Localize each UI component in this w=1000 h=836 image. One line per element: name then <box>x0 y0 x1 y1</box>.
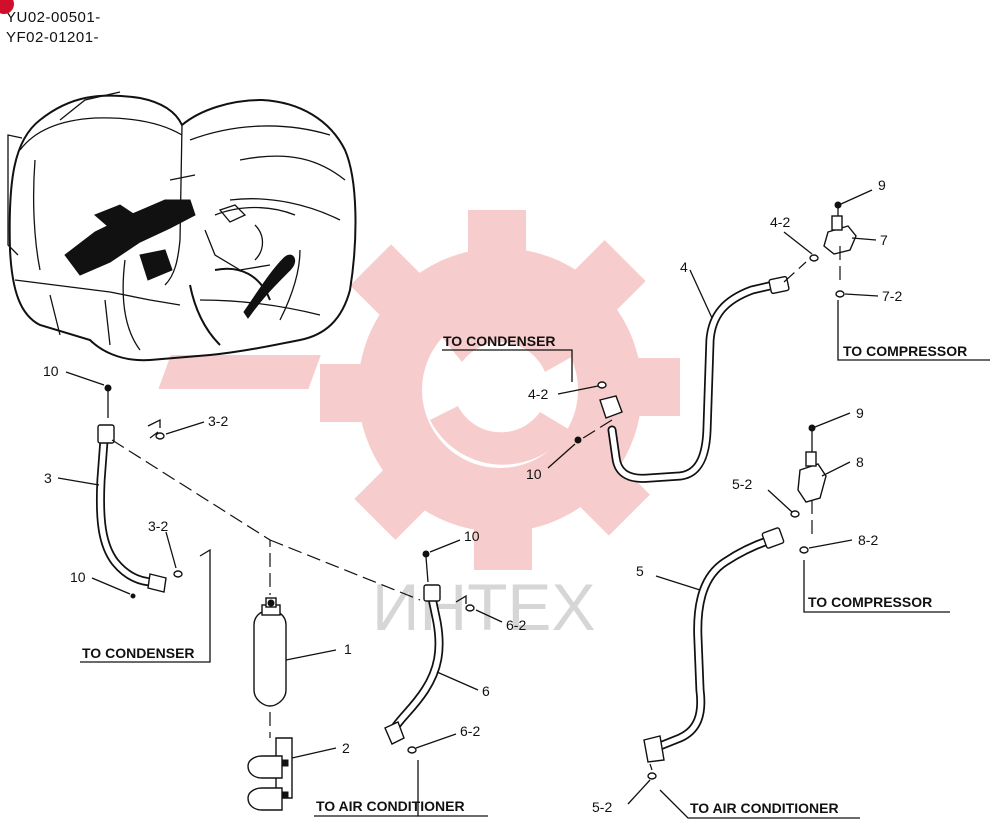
callout-3: 3 <box>44 470 52 486</box>
label-to-condenser-left: TO CONDENSER <box>82 645 195 661</box>
callout-3-2a: 3-2 <box>208 413 228 429</box>
callout-2: 2 <box>342 740 350 756</box>
o-rings <box>155 254 845 780</box>
callout-5: 5 <box>636 563 644 579</box>
callout-4-2a: 4-2 <box>528 386 548 402</box>
callout-10b: 10 <box>70 569 86 585</box>
callout-8-2: 8-2 <box>858 532 878 548</box>
fitting-7 <box>823 201 857 255</box>
callout-6: 6 <box>482 683 490 699</box>
watermark-text: ИНТЕХ <box>372 570 595 644</box>
leader-lines <box>57 189 879 805</box>
destination-labels: TO CONDENSER TO CONDENSER TO COMPRESSOR … <box>82 333 967 816</box>
o-ring-6-2a <box>465 604 475 612</box>
callout-6-2a: 6-2 <box>506 617 526 633</box>
callout-8: 8 <box>856 454 864 470</box>
hose-4 <box>574 275 790 483</box>
receiver-dryer <box>253 597 287 707</box>
callout-7-2: 7-2 <box>882 288 902 304</box>
dryer-bracket <box>247 737 293 811</box>
callout-10d: 10 <box>526 466 542 482</box>
callout-labels: 10 3-2 3 3-2 10 1 2 10 6-2 6 6-2 4-2 10 … <box>43 177 902 815</box>
callout-9a: 9 <box>878 177 886 193</box>
o-ring-5-2a <box>790 510 800 518</box>
corner-badge <box>0 0 14 14</box>
callout-4: 4 <box>680 259 688 275</box>
o-ring-3-2a <box>155 432 165 440</box>
o-ring-4-2a <box>597 381 607 389</box>
hose-3 <box>95 384 167 599</box>
label-to-air-conditioner-left: TO AIR CONDITIONER <box>316 798 465 814</box>
o-ring-4-2b <box>809 254 819 262</box>
callout-3-2b: 3-2 <box>148 518 168 534</box>
callout-5-2b: 5-2 <box>592 799 612 815</box>
callout-10c: 10 <box>464 528 480 544</box>
callout-7: 7 <box>880 232 888 248</box>
excavator-illustration <box>7 91 357 362</box>
label-to-condenser-top: TO CONDENSER <box>443 333 556 349</box>
serial-number-1: YU02-00501- <box>6 9 101 26</box>
watermark-logo: ИНТЕХ <box>158 210 680 644</box>
callout-9b: 9 <box>856 405 864 421</box>
callout-10a: 10 <box>43 363 59 379</box>
o-ring-3-2b <box>173 570 183 578</box>
o-ring-5-2b <box>647 772 657 780</box>
fitting-8 <box>797 424 827 503</box>
label-to-air-conditioner-right: TO AIR CONDITIONER <box>690 800 839 816</box>
callout-5-2a: 5-2 <box>732 476 752 492</box>
callout-1: 1 <box>344 641 352 657</box>
serial-number-2: YF02-01201- <box>6 29 100 46</box>
callout-6-2b: 6-2 <box>460 723 480 739</box>
assembly-lines <box>111 246 841 771</box>
o-ring-7-2 <box>835 290 845 298</box>
hose-5 <box>643 527 785 763</box>
label-to-compressor-top: TO COMPRESSOR <box>843 343 967 359</box>
o-ring-6-2b <box>407 746 417 754</box>
label-to-compressor-mid: TO COMPRESSOR <box>808 594 932 610</box>
destination-brackets <box>80 300 990 819</box>
hose-6 <box>384 550 444 745</box>
o-ring-8-2 <box>799 546 809 554</box>
callout-4-2b: 4-2 <box>770 214 790 230</box>
